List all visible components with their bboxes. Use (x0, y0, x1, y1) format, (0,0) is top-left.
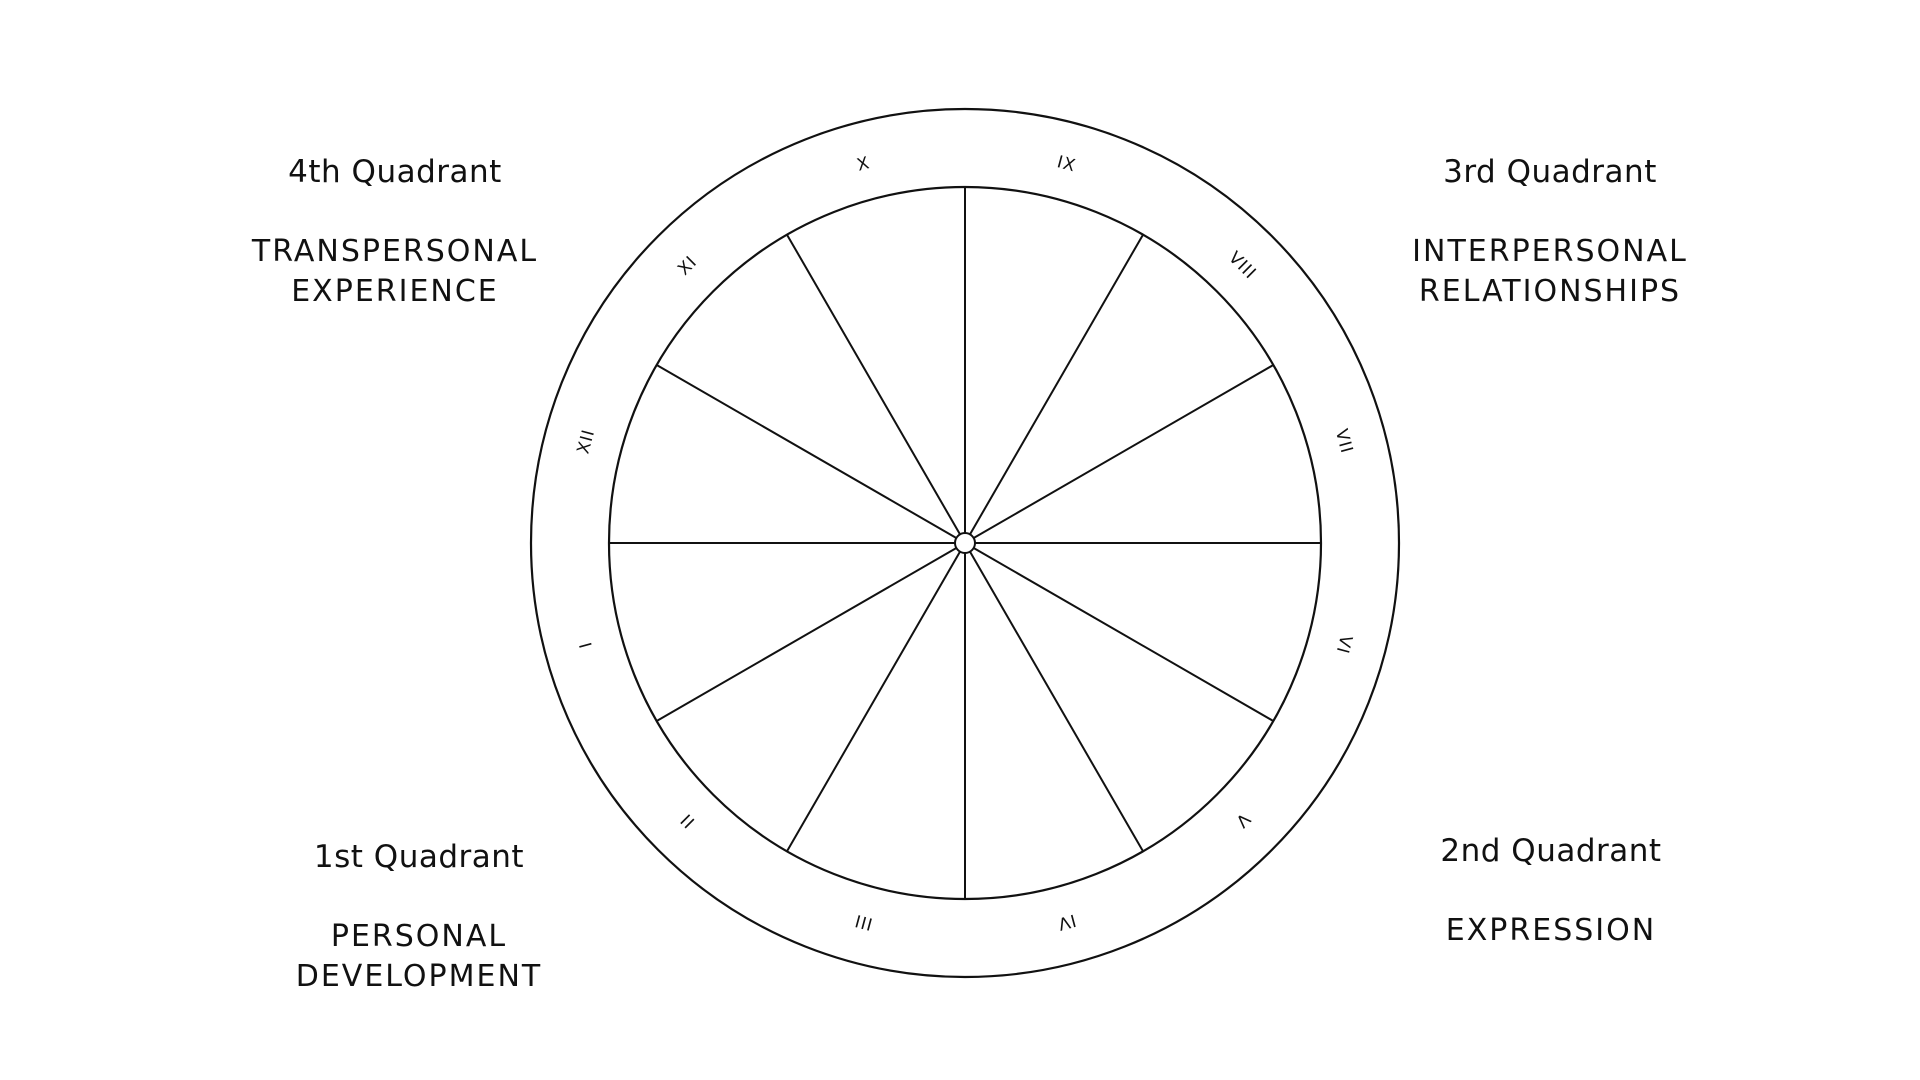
house-divider-line (964, 542, 1144, 852)
house-divider-line (964, 364, 1274, 544)
house-numeral-x: X (855, 153, 872, 176)
house-numeral-iii: III (852, 910, 875, 934)
house-divider-line (964, 542, 1274, 722)
quadrant-4-label: 4th Quadrant TRANSPERSONAL EXPERIENCE (185, 152, 605, 312)
quadrant-3-title: 3rd Quadrant (1443, 154, 1657, 190)
house-numeral-ii: II (676, 809, 699, 832)
quadrant-4-title: 4th Quadrant (288, 154, 502, 190)
house-numeral-v: V (1231, 809, 1254, 832)
quadrant-1-description: PERSONAL DEVELOPMENT (209, 917, 629, 997)
house-divider-line (656, 364, 966, 544)
quadrant-4-description-line1: TRANSPERSONAL (251, 234, 539, 269)
quadrant-1-description-line1: PERSONAL (330, 919, 508, 954)
quadrant-3-description-line2: RELATIONSHIPS (1418, 274, 1682, 309)
center-point (954, 532, 976, 554)
quadrant-3-description-line1: INTERPERSONAL (1412, 234, 1688, 269)
quadrant-2-description: EXPRESSION (1341, 911, 1761, 951)
house-numeral-vi: VI (1332, 633, 1356, 656)
quadrant-3-description: INTERPERSONAL RELATIONSHIPS (1340, 232, 1760, 312)
house-numeral-xii: XII (574, 427, 600, 456)
quadrant-2-label: 2nd Quadrant EXPRESSION (1341, 831, 1761, 951)
quadrant-3-label: 3rd Quadrant INTERPERSONAL RELATIONSHIPS (1340, 152, 1760, 312)
outer-ring (529, 107, 1401, 979)
quadrant-2-description-line1: EXPRESSION (1445, 913, 1657, 948)
house-divider-line (656, 542, 966, 722)
house-divider-line (786, 542, 966, 852)
house-numeral-xi: XI (674, 252, 701, 279)
quadrant-1-title: 1st Quadrant (313, 839, 525, 875)
house-numeral-viii: VIII (1224, 248, 1260, 284)
quadrant-4-description-line2: EXPERIENCE (291, 274, 499, 309)
quadrant-2-title: 2nd Quadrant (1440, 833, 1662, 869)
house-numeral-i: I (576, 639, 597, 650)
quadrant-1-description-line2: DEVELOPMENT (295, 959, 543, 994)
house-numeral-vii: VII (1331, 427, 1357, 456)
house-divider-line (964, 234, 1144, 544)
quadrant-4-description: TRANSPERSONAL EXPERIENCE (185, 232, 605, 312)
house-divider-line (786, 234, 966, 544)
house-numeral-ix: IX (1055, 152, 1078, 176)
quadrant-1-label: 1st Quadrant PERSONAL DEVELOPMENT (209, 837, 629, 997)
house-numeral-iv: IV (1055, 910, 1078, 934)
